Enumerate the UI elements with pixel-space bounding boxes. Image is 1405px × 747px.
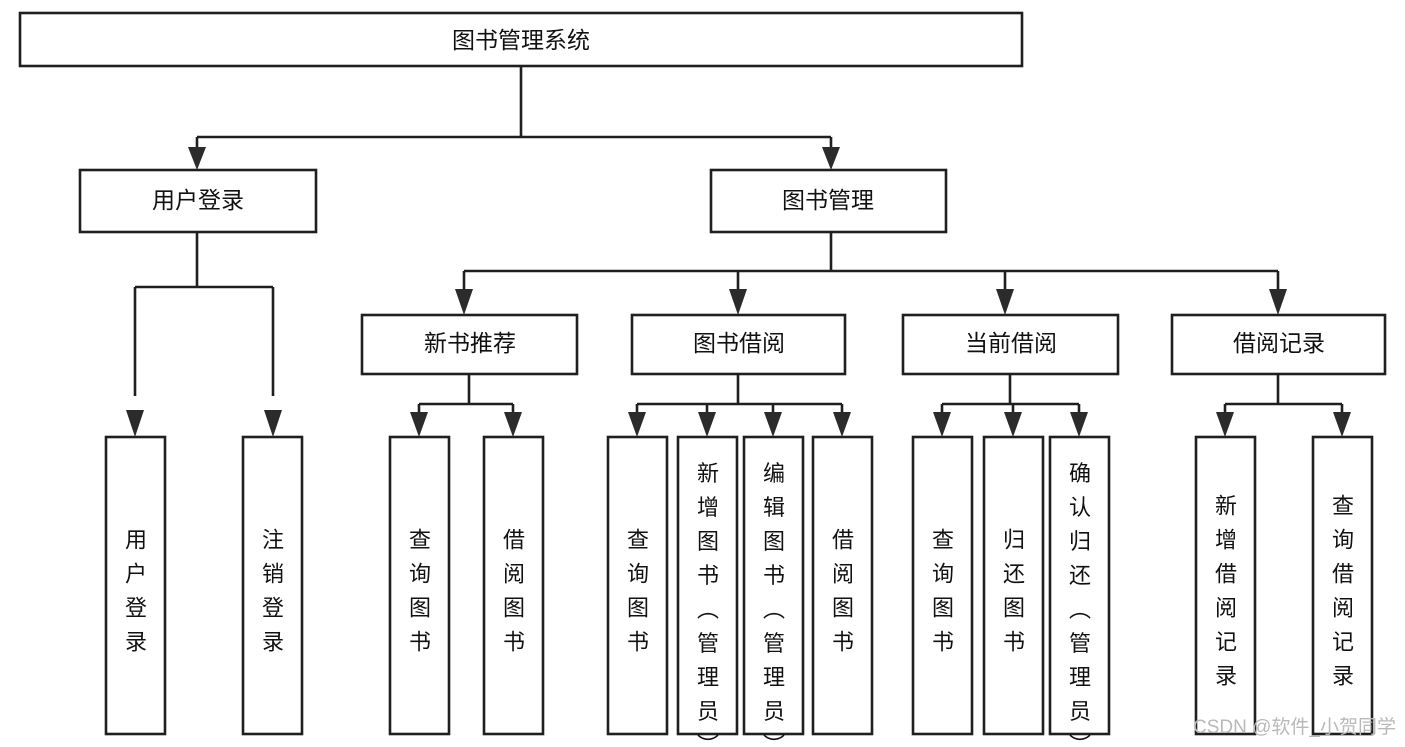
node-root-label: 图书管理系统 bbox=[452, 27, 590, 53]
node-user-login[interactable]: 用户登录 bbox=[78, 168, 318, 234]
arrow-head-leaf-return-book bbox=[1004, 412, 1022, 437]
arrow-head-leaf-add-book bbox=[698, 412, 716, 437]
leaf-node[interactable]: 注销登录 bbox=[241, 435, 304, 736]
arrow-head-borrow-record bbox=[1269, 289, 1287, 315]
node-root-box[interactable] bbox=[18, 11, 1024, 68]
leaf-borrow-book-rec-label: 借阅图书 bbox=[503, 527, 525, 654]
leaf-add-book-box[interactable] bbox=[676, 435, 739, 736]
arrow-head-book-borrow bbox=[729, 289, 747, 315]
node-current-borrow-label: 当前借阅 bbox=[965, 330, 1057, 356]
node-book-manage[interactable]: 图书管理 bbox=[709, 168, 948, 234]
connector-layer bbox=[126, 66, 1351, 437]
node-book-manage-box[interactable] bbox=[709, 168, 948, 234]
node-new-book-rec[interactable]: 新书推荐 bbox=[360, 313, 579, 376]
leaf-query-book-rec-box[interactable] bbox=[388, 435, 451, 736]
leaf-borrow-book-rec-box[interactable] bbox=[482, 435, 545, 736]
leaf-add-book-label: 新增图书︵管理员︶ bbox=[697, 461, 719, 747]
leaf-query-book-borrow-box[interactable] bbox=[606, 435, 669, 736]
arrow-head-leaf-logout bbox=[264, 410, 282, 437]
arrow-head-leaf-user-login bbox=[126, 410, 144, 437]
node-new-book-rec-box[interactable] bbox=[360, 313, 579, 376]
leaf-add-record-box[interactable] bbox=[1194, 435, 1257, 736]
node-borrow-record-box[interactable] bbox=[1170, 313, 1387, 376]
leaf-query-book-borrow-label: 查询图书 bbox=[627, 527, 649, 654]
leaf-node[interactable]: 查询借阅记录 bbox=[1311, 435, 1374, 736]
node-book-borrow-box[interactable] bbox=[630, 313, 847, 376]
leaf-return-book-box[interactable] bbox=[982, 435, 1045, 736]
leaf-return-book-label: 归还图书 bbox=[1003, 527, 1025, 654]
arrow-head-leaf-query-record bbox=[1333, 412, 1351, 437]
arrow-head-leaf-borrow-book-2 bbox=[833, 412, 851, 437]
arrow-head-book-manage bbox=[822, 147, 840, 170]
arrow-head-user-login bbox=[188, 147, 206, 170]
leaf-query-record-label: 查询借阅记录 bbox=[1332, 493, 1354, 688]
leaf-node[interactable]: 查询图书 bbox=[388, 435, 451, 736]
node-root[interactable]: 图书管理系统 bbox=[18, 11, 1024, 68]
leaf-query-record-box[interactable] bbox=[1311, 435, 1374, 736]
leaf-node[interactable]: 查询图书 bbox=[911, 435, 974, 736]
leaf-node[interactable]: 借阅图书 bbox=[482, 435, 545, 736]
leaf-node[interactable]: 确认归还︵管理员︶ bbox=[1048, 435, 1111, 747]
leaf-logout-box[interactable] bbox=[241, 435, 304, 736]
arrow-head-leaf-borrow-book-1 bbox=[504, 412, 522, 437]
leaf-node[interactable]: 归还图书 bbox=[982, 435, 1045, 736]
leaf-logout-label: 注销登录 bbox=[262, 527, 284, 654]
leaf-borrow-book-box[interactable] bbox=[811, 435, 874, 736]
arrow-head-new-book-rec bbox=[455, 289, 473, 315]
leaf-confirm-return-label: 确认归还︵管理员︶ bbox=[1069, 461, 1091, 747]
leaf-add-record-label: 新增借阅记录 bbox=[1215, 493, 1237, 688]
leaf-node[interactable]: 新增图书︵管理员︶ bbox=[676, 435, 739, 747]
leaf-borrow-book-label: 借阅图书 bbox=[832, 527, 854, 654]
node-book-borrow-label: 图书借阅 bbox=[693, 330, 785, 356]
node-current-borrow-box[interactable] bbox=[901, 313, 1120, 376]
leaf-node[interactable]: 编辑图书︵管理员︶ bbox=[742, 435, 805, 747]
leaf-node[interactable]: 借阅图书 bbox=[811, 435, 874, 736]
leaf-edit-book-box[interactable] bbox=[742, 435, 805, 736]
leaf-query-book-current-label: 查询图书 bbox=[932, 527, 954, 654]
node-user-login-label: 用户登录 bbox=[152, 187, 244, 213]
leaf-node[interactable]: 查询图书 bbox=[606, 435, 669, 736]
leaf-node[interactable]: 新增借阅记录 bbox=[1194, 435, 1257, 736]
leaf-confirm-return-box[interactable] bbox=[1048, 435, 1111, 736]
arrow-head-leaf-add-record bbox=[1216, 412, 1234, 437]
arrow-head-leaf-edit-book bbox=[764, 412, 782, 437]
node-borrow-record-label: 借阅记录 bbox=[1233, 330, 1325, 356]
node-new-book-rec-label: 新书推荐 bbox=[424, 330, 516, 356]
node-book-manage-label: 图书管理 bbox=[782, 187, 874, 213]
arrow-head-leaf-query-book-1 bbox=[410, 412, 428, 437]
leaf-query-book-rec-label: 查询图书 bbox=[409, 527, 431, 654]
leaf-query-book-current-box[interactable] bbox=[911, 435, 974, 736]
arrow-head-current-borrow bbox=[996, 289, 1014, 315]
leaf-edit-book-label: 编辑图书︵管理员︶ bbox=[763, 461, 785, 747]
node-user-login-box[interactable] bbox=[78, 168, 318, 234]
leaf-user-login-box[interactable] bbox=[104, 435, 167, 736]
leaf-node[interactable]: 用户登录 bbox=[104, 435, 167, 736]
node-book-borrow[interactable]: 图书借阅 bbox=[630, 313, 847, 376]
node-borrow-record[interactable]: 借阅记录 bbox=[1170, 313, 1387, 376]
arrow-head-leaf-query-book-2 bbox=[628, 412, 646, 437]
leaf-user-login-label: 用户登录 bbox=[125, 527, 147, 654]
arrow-head-leaf-confirm-return bbox=[1070, 412, 1088, 437]
node-current-borrow[interactable]: 当前借阅 bbox=[901, 313, 1120, 376]
csdn-watermark: CSDN @软件_小贺同学 bbox=[1193, 716, 1396, 738]
arrow-head-leaf-query-book-3 bbox=[933, 412, 951, 437]
